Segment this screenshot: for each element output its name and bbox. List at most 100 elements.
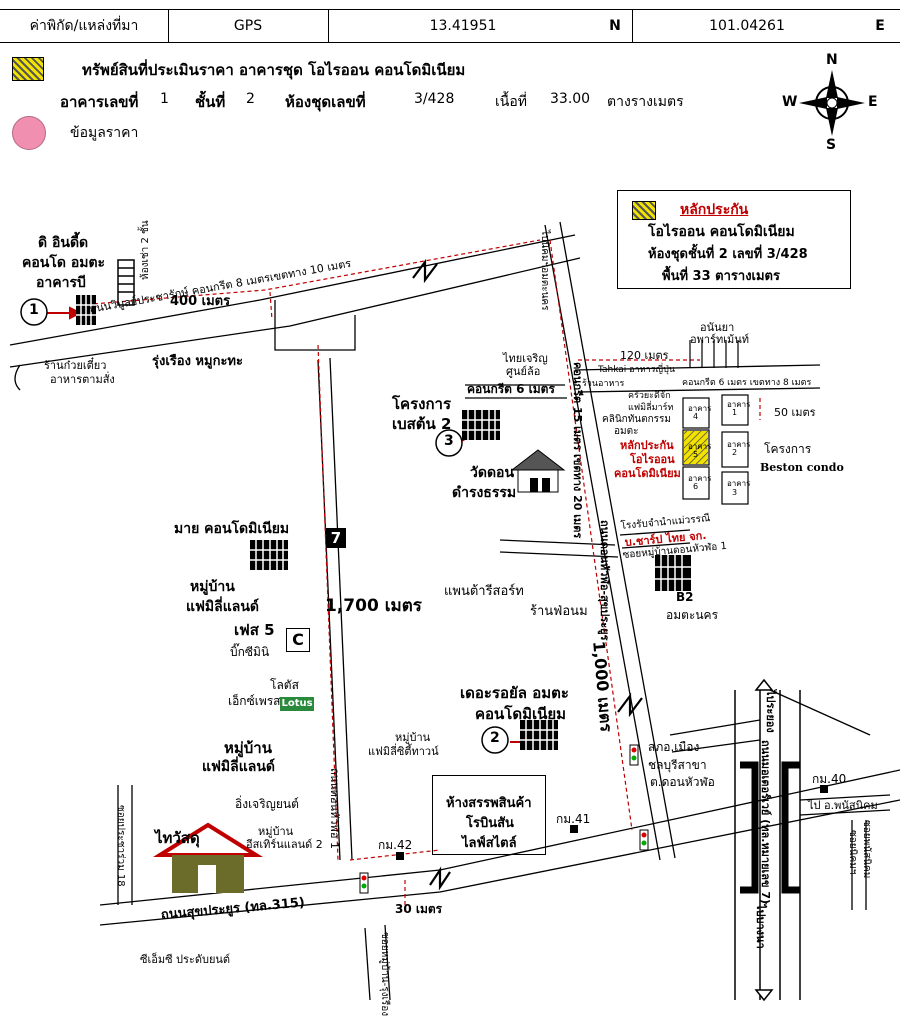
marker-1: 1 [29,302,39,318]
robinson-mall-box [432,775,546,855]
building-label: อาคารเลขที่ [60,93,139,111]
label-town-2: แฟมิลี่ซิตี้ทาวน์ [368,745,439,758]
label-town-1: หมู่บ้าน [395,731,431,744]
label-the-indy-3: อาคารบี [36,275,86,291]
label-bno-3: 3 [732,488,738,497]
coord-lon: 101.04261 [709,18,785,34]
seven-eleven-icon: 7 [326,528,346,548]
legend-swatch [632,201,656,220]
label-milk: ร้านฟ่อนม [530,604,588,619]
label-km41: กม.41 [556,812,591,826]
label-road-huafo: ถนนดอนหัวฬ่อ-สุขประยูร [598,520,611,641]
label-bld-6: อาคาร [688,474,712,483]
coordinate-header: ค่าพิกัด/แหล่งที่มา GPS 13.41951 N 101.0… [0,0,900,56]
legend-line1: โอไรออน คอนโดมิเนียม [648,224,795,240]
header-bottom-rule [0,42,900,43]
label-east-1: หมู่บ้าน [258,825,294,838]
price-marker-swatch [12,116,46,150]
coord-lat-dir: N [598,10,633,42]
label-bld-2: อาคาร [727,440,751,449]
legend-title: หลักประกัน [680,202,749,218]
label-thai-1: ไทยเจริญ [503,352,548,365]
label-kitchen-2: แฟมิลี่มาร์ท [628,403,674,413]
coord-lat: 13.41951 [429,18,497,34]
label-noodle-1: ร้านก๋วยเตี๋ยว [44,359,107,372]
label-royal-2: คอนโดมิเนียม [475,705,567,723]
header-top-rule [0,9,900,10]
label-km40: กม.40 [812,772,847,786]
label-east-2: อีสเทิร์นแลนด์ 2 [246,838,323,851]
label-family-3: เฟส 5 [234,621,275,639]
label-soi-bottom: ซอยหมู่บ้าน-รุ่งเรือง [379,932,390,1016]
label-120m: 120 เมตร [620,349,669,362]
label-food-store: ร้านอาหาร [582,379,625,389]
building-no: 1 [160,91,169,107]
label-clinic-2: อมตะ [614,426,639,437]
floor-no: 2 [246,91,255,107]
label-b2-1: B2 [676,590,694,604]
coord-label: ค่าพิกัด/แหล่งที่มา [0,10,169,42]
legend-line3: พื้นที่ 33 ตารางเมตร [662,269,780,284]
label-to-bkk: ไปบางนา [754,904,767,949]
collateral-legend: หลักประกัน โอไรออน คอนโดมิเนียม ห้องชุดช… [617,190,851,289]
label-the-indy-2: คอนโด อมตะ [22,255,106,271]
label-coll-3: คอนโดมิเนียม [614,467,681,480]
lotus-logo-icon: Lotus [280,697,314,711]
floor-label: ชั้นที่ [195,93,226,111]
label-police-2: ชลบุรีสาขา [648,758,707,772]
label-thai-2: ศูนย์ล้อ [506,365,541,378]
label-mall-3: ไลฟ์สไตล์ [462,836,517,851]
label-mookata: รุ่งเรือง หมูกะทะ [152,354,243,369]
coord-lon-dir: E [875,18,885,34]
label-fam2-2: แฟมิลี่แลนด์ [202,759,276,775]
unit-no: 3/428 [414,91,455,107]
label-mall-2: โรบินสัน [466,816,514,831]
label-bno-6: 6 [693,482,699,491]
compass-n: N [826,52,838,68]
label-my-condo: มาย คอนโดมิเนียม [174,521,290,537]
label-lotus-2: เอ็กซ์เพรส [228,694,281,708]
label-b2-2: อมตะนคร [666,608,719,622]
compass-s: S [826,137,837,153]
label-soi-18: ซอยประชาร่วม 18 [115,805,126,887]
label-royal-1: เดอะรอยัล อมตะ [460,684,569,702]
label-400m: 400 เมตร [170,294,231,309]
compass-e: E [868,94,878,110]
label-to-phanat: ไป อ.พนัสนิคม [808,799,878,812]
label-thaiwatsadu: ไทวัสดุ [155,829,200,847]
label-ananya-1: อนันยา [700,321,735,334]
label-coll-2: โอไรออน [630,453,675,466]
label-motorway: ถนนมอเตอร์เวย์ (ทล.หมายเลข 7) [759,740,772,905]
label-family-2: แฟมิลี่แลนด์ [186,599,260,615]
label-to-rayong: ไประยอง [764,690,777,733]
label-sm-toyota: ซีเอ็มซี ประดับยนต์ [140,953,231,966]
label-bno-5: 5 [693,450,699,459]
label-kitchen-1: ครัวยะดีจัก [628,391,671,401]
label-coll-1: หลักประกัน [620,439,674,452]
label-1700m: 1,700 เมตร [325,596,422,616]
label-concrete6: คอนกรีต 6 เมตร [467,382,555,396]
label-the-indy-1: ดิ อินดี้ด [38,235,89,251]
label-bld-1: อาคาร [727,400,751,409]
label-family-1: หมู่บ้าน [190,579,235,595]
property-title: ทรัพย์สินที่ประเมินราคา อาคารชุด โอไรออน… [82,61,466,79]
area-label: เนื้อที่ [495,94,527,110]
label-police-1: สภอ.เมือง [648,740,700,754]
label-proj-1: โครงการ [392,395,452,413]
label-bno-4: 4 [693,412,699,421]
label-rooms: ห้องเช่า 2 ชั้น [140,220,151,280]
marker-2: 2 [490,730,500,746]
area-value: 33.00 [550,91,591,107]
label-to-amata: ไปนิคมฯอมตะนคร [539,230,550,311]
label-bigc: บิ๊กซีมินิ [230,645,270,659]
label-tahkai: Tahkai อาหารญี่ปุ่น [598,365,675,375]
compass-w: W [782,94,798,110]
label-30m: 30 เมตร [395,902,443,916]
collateral-swatch [12,57,44,81]
label-bld-5: อาคาร [688,442,712,451]
label-clinic-1: คลินิกทันตกรรม [602,414,672,425]
label-km42: กม.42 [378,838,413,852]
coord-source: GPS [168,10,329,42]
label-50m: 50 เมตร [774,406,816,419]
